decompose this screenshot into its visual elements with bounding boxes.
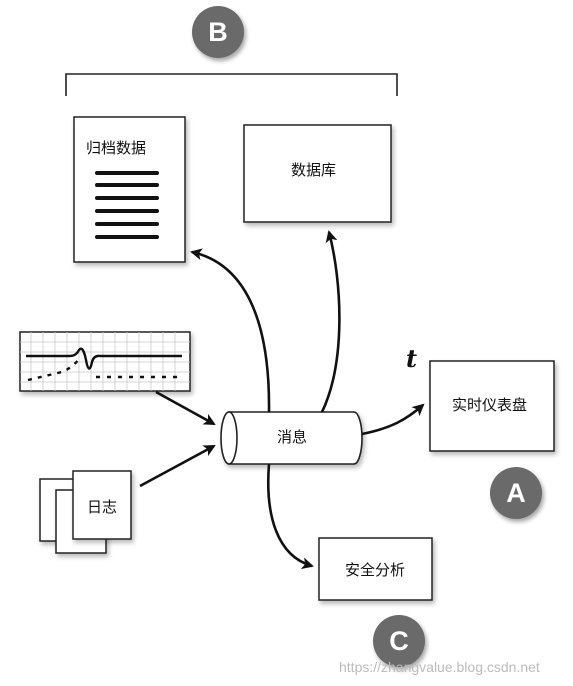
- badge-c: C: [373, 615, 425, 667]
- message-cylinder: [220, 411, 363, 465]
- dashboard-label: 实时仪表盘: [452, 396, 528, 414]
- badge-b: B: [192, 6, 244, 58]
- bracket-b: [65, 73, 398, 96]
- security-label: 安全分析: [345, 561, 406, 579]
- message-label: 消息: [277, 428, 308, 446]
- time-label: t: [406, 344, 418, 373]
- database-box: [243, 124, 392, 223]
- arrow-message-to-archive: [190, 248, 271, 413]
- arrow-message-to-dashboard: [361, 403, 425, 436]
- archive-lines: [95, 171, 159, 239]
- sensor-chart: [19, 331, 191, 392]
- archive-label: 归档数据: [86, 139, 147, 157]
- badge-a: A: [490, 467, 542, 519]
- dashboard-box: [429, 360, 555, 452]
- arrow-message-to-security: [267, 463, 314, 570]
- database-label: 数据库: [291, 161, 337, 179]
- log-stack: [39, 470, 132, 554]
- arrow-message-to-database: [320, 230, 341, 413]
- arrow-logs-to-message: [139, 444, 216, 488]
- watermark-text: https://zhangvalue.blog.csdn.net: [339, 659, 540, 675]
- security-box: [318, 537, 433, 601]
- arrow-chart-to-message: [155, 390, 216, 426]
- logs-label: 日志: [87, 498, 118, 516]
